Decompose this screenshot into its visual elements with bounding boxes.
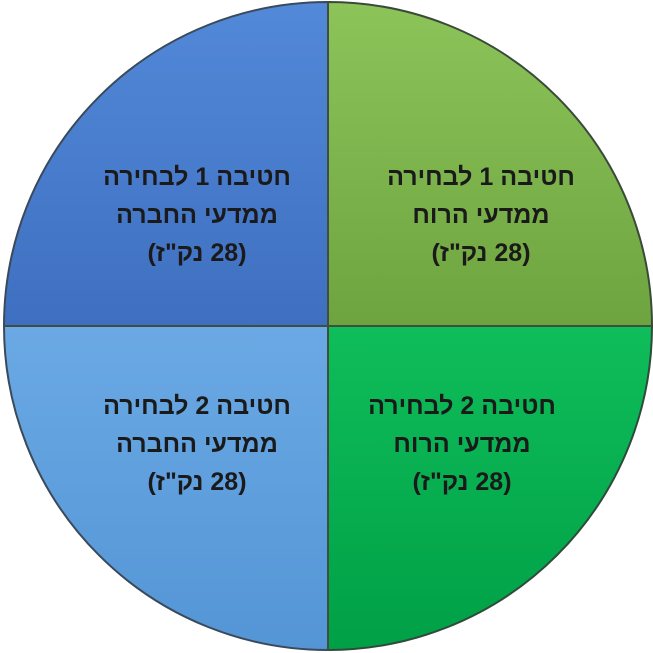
quadrant-bottom-left-line-2: ממדעי החברה xyxy=(116,430,278,458)
quadrant-top-right-line-1: חטיבה 1 לבחירה xyxy=(387,163,575,191)
quadrant-top-right-line-3: (28 נק"ז) xyxy=(431,239,530,267)
quadrant-top-right-line-2: ממדעי הרוח xyxy=(412,201,549,229)
quadrant-bottom-right-text: חטיבה 2 לבחירה ממדעי הרוח (28 נק"ז) xyxy=(368,392,556,496)
quadrant-bottom-right xyxy=(327,325,653,652)
quadrant-bottom-left-line-1: חטיבה 2 לבחירה xyxy=(103,392,291,420)
quadrant-top-left-line-1: חטיבה 1 לבחירה xyxy=(103,163,291,191)
quadrant-top-left xyxy=(2,0,329,327)
quadrant-bottom-left-text: חטיבה 2 לבחירה ממדעי החברה (28 נק"ז) xyxy=(103,392,291,496)
quadrant-top-right xyxy=(327,0,653,327)
quadrant-bottom-left xyxy=(2,325,329,652)
quadrant-bottom-right-line-3: (28 נק"ז) xyxy=(412,468,511,496)
quadrant-top-left-line-3: (28 נק"ז) xyxy=(147,239,246,267)
quadrant-bottom-right-line-1: חטיבה 2 לבחירה xyxy=(368,392,556,420)
quadrant-bottom-left-line-3: (28 נק"ז) xyxy=(147,468,246,496)
quadrant-top-left-text: חטיבה 1 לבחירה ממדעי החברה (28 נק"ז) xyxy=(103,163,291,267)
quadrant-bottom-right-line-2: ממדעי הרוח xyxy=(393,430,530,458)
quadrant-top-right-text: חטיבה 1 לבחירה ממדעי הרוח (28 נק"ז) xyxy=(387,163,575,267)
quadrant-top-left-line-2: ממדעי החברה xyxy=(116,201,278,229)
